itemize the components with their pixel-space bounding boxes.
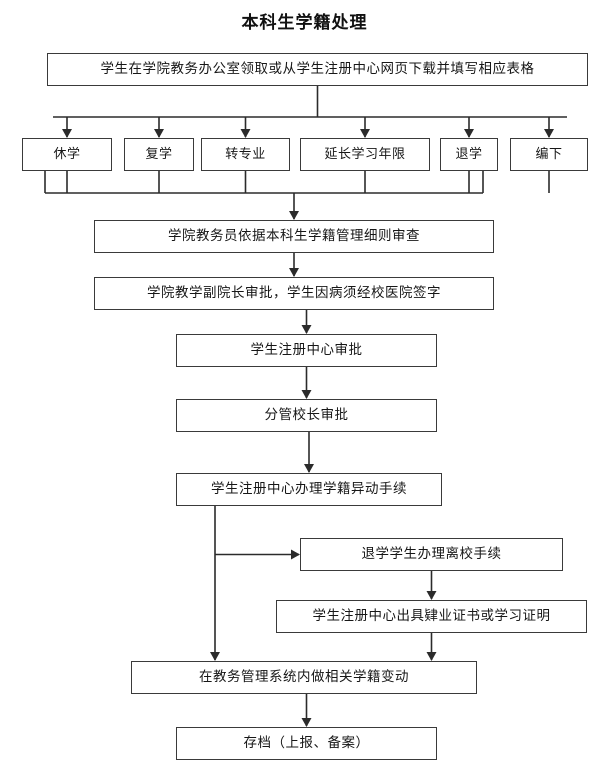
arrowhead-n_center: [301, 325, 312, 334]
arrowhead-option-2: [154, 129, 164, 138]
page-title: 本科生学籍处理: [241, 13, 368, 32]
arrowhead-leave: [291, 549, 300, 560]
arrowhead-option-3: [240, 129, 251, 138]
flow-node-label: 学院教学副院长审批，学生因病须经校医院签字: [147, 285, 441, 301]
flow-node-dean: 学院教学副院长审批，学生因病须经校医院签字: [94, 277, 494, 310]
arrowhead-n_archive: [301, 718, 312, 727]
flow-node-opt6: 编下: [510, 138, 588, 171]
flow-node-opt4: 延长学习年限: [300, 138, 430, 171]
arrowhead-n_dean: [289, 268, 299, 277]
flow-node-center: 学生注册中心审批: [176, 334, 437, 367]
flow-node-review: 学院教务员依据本科生学籍管理细则审查: [94, 220, 494, 253]
arrowhead-system-right: [426, 652, 437, 661]
flow-node-cert: 学生注册中心出具肄业证书或学习证明: [276, 600, 587, 633]
arrowhead-n_vp: [301, 390, 312, 399]
flow-node-label: 复学: [145, 146, 173, 162]
arrowhead-system-left: [210, 652, 220, 661]
flow-node-opt3: 转专业: [201, 138, 290, 171]
arrowhead-n_procedure: [304, 464, 314, 473]
flow-node-label: 学生注册中心审批: [250, 342, 363, 358]
flow-node-label: 编下: [535, 146, 563, 162]
flow-node-label: 学生注册中心办理学籍异动手续: [211, 481, 407, 497]
flow-node-procedure: 学生注册中心办理学籍异动手续: [176, 473, 442, 506]
arrowhead-option-1: [62, 129, 72, 138]
flow-node-label: 退学学生办理离校手续: [361, 546, 502, 562]
flow-node-label: 分管校长审批: [264, 407, 349, 423]
flow-node-leave: 退学学生办理离校手续: [300, 538, 563, 571]
flow-node-label: 在教务管理系统内做相关学籍变动: [199, 669, 409, 685]
arrowhead-review: [289, 211, 299, 220]
arrowhead-option-6: [544, 129, 554, 138]
flow-node-system: 在教务管理系统内做相关学籍变动: [131, 661, 477, 694]
flow-node-opt1: 休学: [22, 138, 112, 171]
flow-node-form: 学生在学院教务办公室领取或从学生注册中心网页下载并填写相应表格: [47, 53, 588, 86]
flow-node-label: 学生注册中心出具肄业证书或学习证明: [312, 608, 551, 624]
flow-node-label: 退学: [455, 146, 483, 162]
flow-node-label: 学院教务员依据本科生学籍管理细则审查: [168, 228, 420, 244]
arrowhead-n_cert: [426, 591, 437, 600]
flow-node-opt2: 复学: [124, 138, 194, 171]
flow-node-label: 学生在学院教务办公室领取或从学生注册中心网页下载并填写相应表格: [100, 61, 535, 77]
flow-node-label: 休学: [53, 146, 81, 162]
flow-node-archive: 存档（上报、备案）: [176, 727, 437, 760]
flow-node-vp: 分管校长审批: [176, 399, 437, 432]
arrowhead-option-5: [464, 129, 474, 138]
flow-node-label: 延长学习年限: [324, 146, 406, 162]
flow-node-opt5: 退学: [440, 138, 498, 171]
flow-node-label: 存档（上报、备案）: [243, 735, 370, 751]
flow-node-label: 转专业: [225, 146, 266, 162]
arrowhead-option-4: [360, 129, 370, 138]
